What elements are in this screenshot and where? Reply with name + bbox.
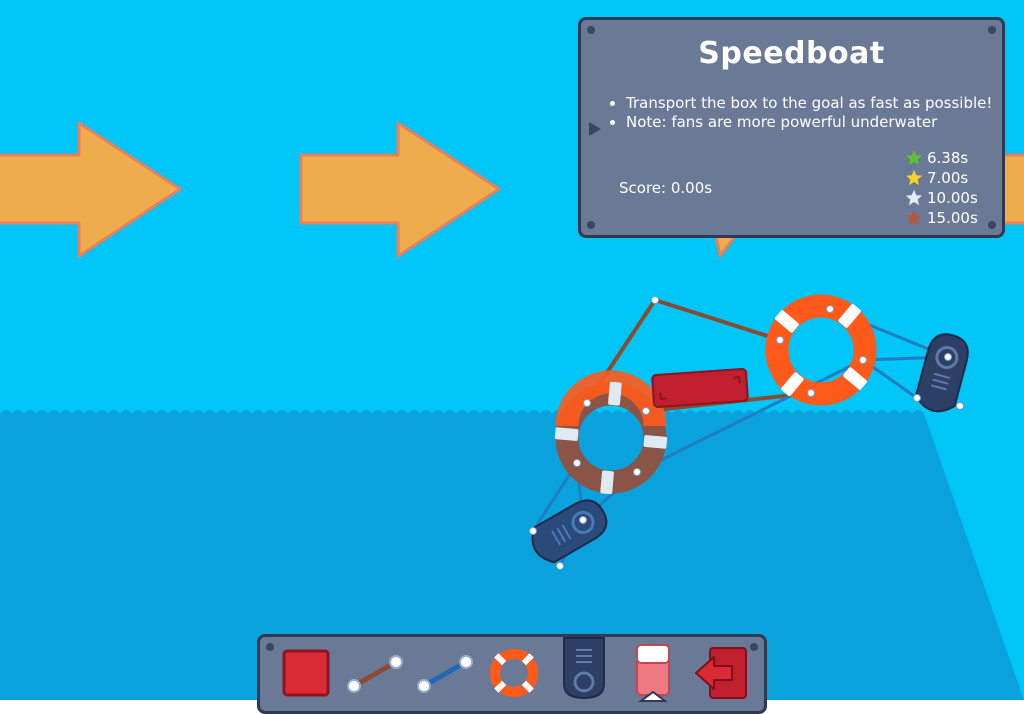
screw xyxy=(988,221,996,229)
target-row: 10.00s xyxy=(905,188,978,208)
toolbar xyxy=(257,634,767,714)
life-ring-icon[interactable] xyxy=(554,370,668,495)
level-info-panel: Speedboat Transport the box to the goal … xyxy=(578,17,1005,238)
red-box-icon xyxy=(282,649,330,697)
blue-rope-icon xyxy=(417,655,473,693)
direction-arrow-icon xyxy=(0,121,182,258)
brown-rod-icon xyxy=(347,655,403,693)
instruction-item: Transport the box to the goal as fast as… xyxy=(626,94,992,113)
direction-arrow-icon xyxy=(299,121,501,258)
water xyxy=(0,410,1024,700)
collapse-arrow-icon[interactable] xyxy=(589,122,601,136)
fan-tool[interactable] xyxy=(554,635,614,701)
rope-tool[interactable] xyxy=(415,643,475,703)
screw xyxy=(587,221,595,229)
score-label: Score: 0.00s xyxy=(619,179,713,197)
bronze-star-icon xyxy=(905,209,923,226)
target-time: 6.38s xyxy=(927,149,969,167)
screw xyxy=(988,26,996,34)
gold-star-icon xyxy=(905,169,923,186)
green-star-icon xyxy=(905,149,923,166)
fan-icon[interactable] xyxy=(525,494,613,568)
instructions-list: Transport the box to the goal as fast as… xyxy=(611,94,992,132)
box-tool[interactable] xyxy=(276,643,336,703)
silver-star-icon xyxy=(905,189,923,206)
eraser-icon xyxy=(636,644,670,702)
red-box[interactable] xyxy=(651,368,749,408)
fan-icon xyxy=(563,637,605,700)
screw xyxy=(266,643,274,651)
joints[interactable] xyxy=(529,296,964,570)
life-ring-icon xyxy=(490,649,538,697)
level-title: Speedboat xyxy=(698,36,885,71)
eraser-tool[interactable] xyxy=(623,643,683,703)
target-row: 7.00s xyxy=(905,168,978,188)
fan-icon[interactable] xyxy=(913,330,972,416)
target-time: 15.00s xyxy=(927,209,978,227)
target-times: 6.38s 7.00s 10.00s 15.00s xyxy=(905,148,978,228)
rod-tool[interactable] xyxy=(345,643,405,703)
target-time: 7.00s xyxy=(927,169,969,187)
target-row: 6.38s xyxy=(905,148,978,168)
screw xyxy=(750,643,758,651)
target-time: 10.00s xyxy=(927,189,978,207)
float-tool[interactable] xyxy=(484,643,544,703)
target-row: 15.00s xyxy=(905,208,978,228)
exit-tool[interactable] xyxy=(692,643,752,703)
life-ring-icon[interactable] xyxy=(765,294,877,406)
instruction-item: Note: fans are more powerful underwater xyxy=(626,113,992,132)
screw xyxy=(587,26,595,34)
exit-icon xyxy=(695,647,747,699)
contraption[interactable] xyxy=(525,294,972,570)
